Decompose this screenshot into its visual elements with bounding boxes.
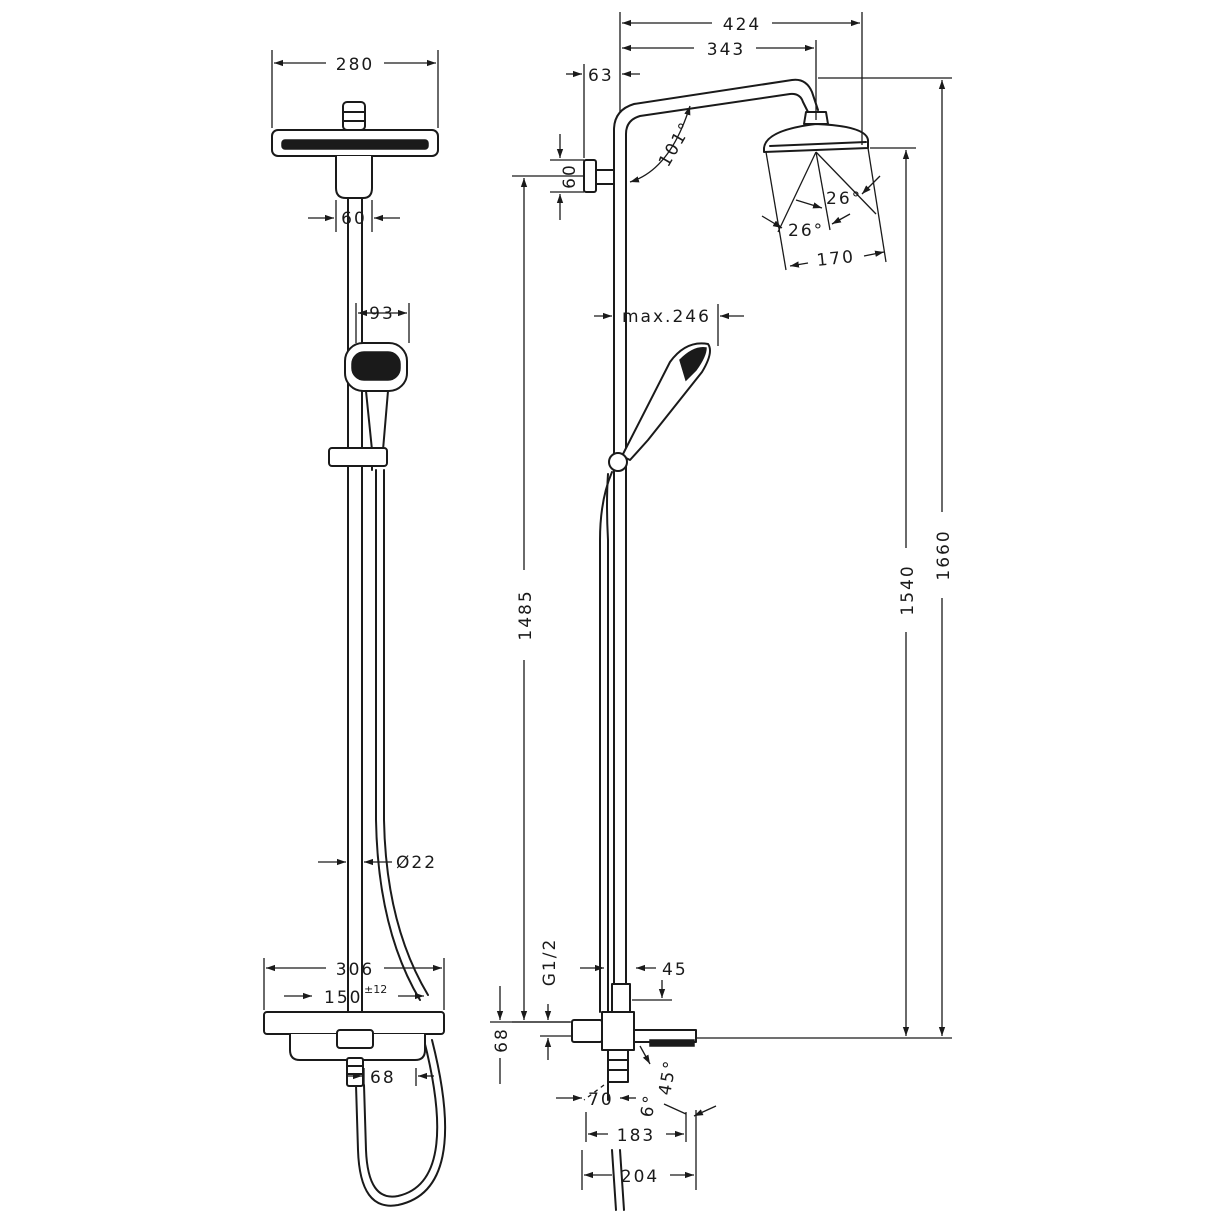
label-rail-diameter: Ø22: [396, 853, 437, 873]
dim-rail-diameter: Ø22: [318, 853, 437, 873]
side-view: 424 343 63 60 101°: [490, 12, 954, 1211]
label-head-projection: 343: [707, 40, 745, 60]
label-spout-angle-b: 45°: [655, 1058, 681, 1097]
shower-hose-front: [355, 469, 447, 1207]
label-thread: G1/2: [540, 938, 560, 987]
label-head-diameter: 170: [816, 247, 856, 271]
dim-spout-offset: 68: [346, 1068, 434, 1088]
dim-total-depth: 204: [581, 1110, 697, 1190]
dim-head-width: 280: [271, 50, 439, 128]
dim-holder-width: 60: [308, 200, 400, 232]
hand-shower-side: [608, 342, 711, 472]
wall-bracket-side: [583, 159, 615, 193]
hose-bottom-side: [583, 1081, 625, 1211]
label-handshower-width: 93: [369, 304, 395, 324]
thermostat-front: [263, 1011, 445, 1087]
dim-handshower-projection: max.246: [594, 304, 744, 346]
riser-arm-side: [613, 78, 819, 1019]
label-outlet-distance: 70: [588, 1090, 614, 1110]
shower-hose-side: [599, 471, 613, 1013]
dim-head-diameter: 170: [789, 247, 885, 271]
dim-wall-offset: 63: [566, 64, 640, 158]
dim-outlet-distance: 70: [556, 1090, 636, 1110]
overhead-shower-front: [271, 101, 439, 199]
label-connection-tolerance: ±12: [364, 983, 387, 996]
label-thermostat-width: 306: [336, 960, 374, 980]
label-overall-height: 1660: [934, 529, 954, 580]
label-spout-offset: 68: [370, 1068, 396, 1088]
label-spray-angle-a: 26°: [826, 189, 862, 209]
label-connection-distance: 150: [324, 988, 362, 1008]
dim-arm-angle: 101°: [629, 105, 697, 183]
label-head-height: 1540: [898, 564, 918, 615]
dim-thermostat-width: 306: [263, 958, 445, 1010]
label-holder-width: 60: [341, 209, 367, 229]
dim-thread: G1/2: [540, 938, 604, 987]
label-spout-angle-a: 6°: [637, 1092, 661, 1118]
hand-shower-front: [328, 342, 408, 471]
label-total-depth: 204: [621, 1167, 659, 1187]
label-head-width: 280: [336, 55, 374, 75]
dim-overall-height: 1660: [696, 77, 954, 1039]
label-overall-projection: 424: [723, 15, 761, 35]
dim-handshower-width: 93: [355, 303, 410, 343]
dim-spray-angles: 26° 26°: [761, 175, 881, 241]
label-spray-angle-b: 26°: [788, 221, 824, 241]
thermostat-side: [571, 983, 697, 1083]
riser-rail-front: [347, 197, 363, 1013]
dim-bracket-height: 60: [550, 134, 584, 220]
dim-spout-angles: 6° 45°: [637, 1045, 717, 1119]
label-pipe-offset: 45: [662, 960, 688, 980]
label-rail-height: 1485: [516, 589, 536, 640]
label-spout-projection: 183: [617, 1126, 655, 1146]
front-view: 280 60 93 Ø22 306: [263, 50, 447, 1207]
label-mixer-height: 68: [492, 1027, 512, 1053]
overhead-shower-side: [763, 111, 887, 271]
label-wall-offset: 63: [588, 66, 614, 86]
dim-mixer-height: 68: [490, 986, 572, 1084]
dim-head-height: 1540: [870, 147, 918, 1036]
dim-pipe-offset: 45: [632, 960, 688, 1001]
label-arm-angle: 101°: [655, 118, 697, 170]
dim-connection-distance: 150 ±12: [284, 983, 424, 1008]
dim-spout-projection: 183: [585, 1112, 687, 1146]
dim-rail-height: 1485: [512, 175, 584, 1023]
label-handshower-projection: max.246: [622, 307, 711, 327]
dim-head-projection: 343: [622, 40, 817, 120]
